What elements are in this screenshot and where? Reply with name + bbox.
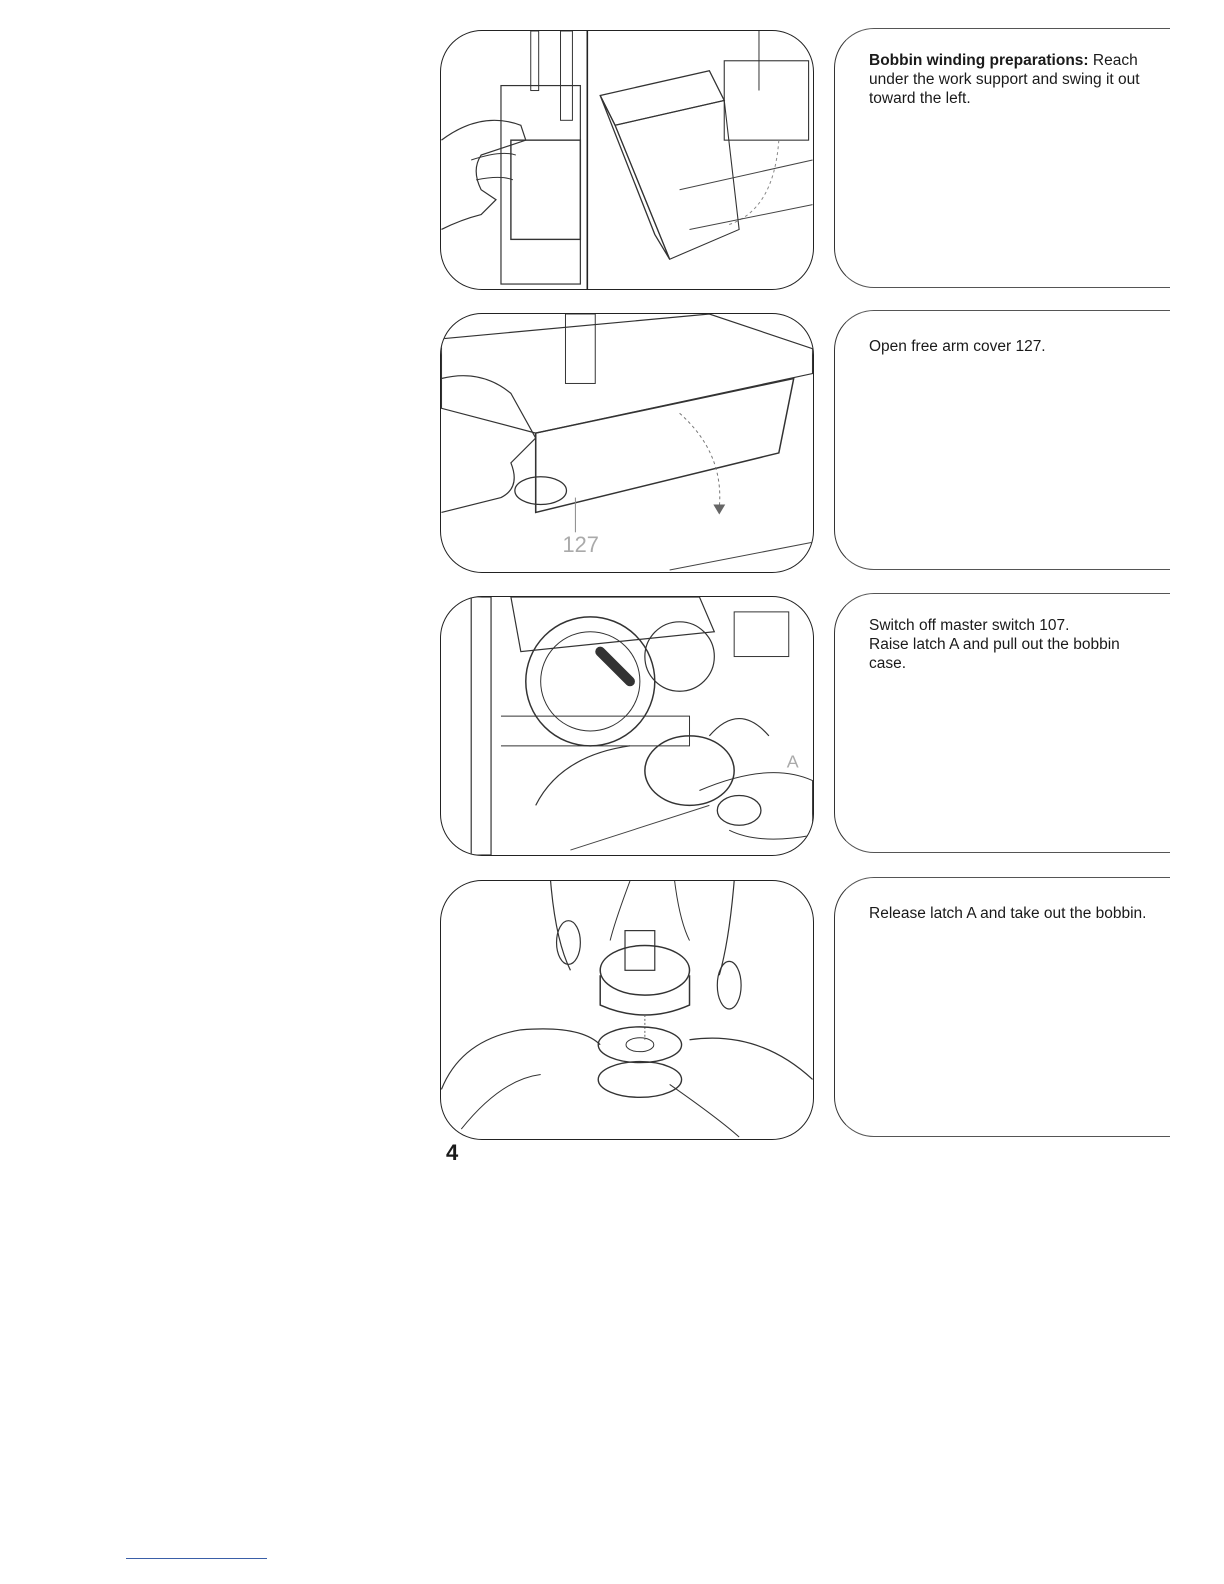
- work-support-swing-illustration-icon: [441, 31, 813, 289]
- step-2-text-box: Open free arm cover 127.: [834, 310, 1170, 570]
- free-arm-cover-callout: 127: [563, 532, 599, 557]
- step-2-illustration: 127: [440, 313, 814, 573]
- free-arm-cover-illustration-icon: 127: [441, 314, 813, 572]
- bobbin-case-removal-illustration-icon: A: [441, 597, 813, 855]
- step-1-heading: Bobbin winding preparations:: [869, 52, 1089, 69]
- step-2-text: Open free arm cover 127.: [869, 337, 1158, 356]
- bobbin-release-illustration-icon: [441, 881, 813, 1139]
- step-1-text-box: Bobbin winding preparations: Reach under…: [834, 28, 1170, 288]
- step-3-text-box: Switch off master switch 107. Raise latc…: [834, 593, 1170, 853]
- page-number: 4: [446, 1140, 458, 1166]
- latch-a-callout: A: [787, 752, 799, 772]
- step-3-text-line-2: Raise latch A and pull out the bobbin ca…: [869, 635, 1158, 673]
- step-1-illustration: [440, 30, 814, 290]
- step-4-text-box: Release latch A and take out the bobbin.: [834, 877, 1170, 1137]
- step-3-text-line-1: Switch off master switch 107.: [869, 616, 1158, 635]
- step-4-illustration: [440, 880, 814, 1140]
- footer-rule: [126, 1558, 267, 1559]
- step-3-description: Switch off master switch 107. Raise latc…: [869, 616, 1158, 673]
- step-4-text: Release latch A and take out the bobbin.: [869, 904, 1158, 923]
- step-1-description: Bobbin winding preparations: Reach under…: [869, 51, 1158, 108]
- step-3-illustration: A: [440, 596, 814, 856]
